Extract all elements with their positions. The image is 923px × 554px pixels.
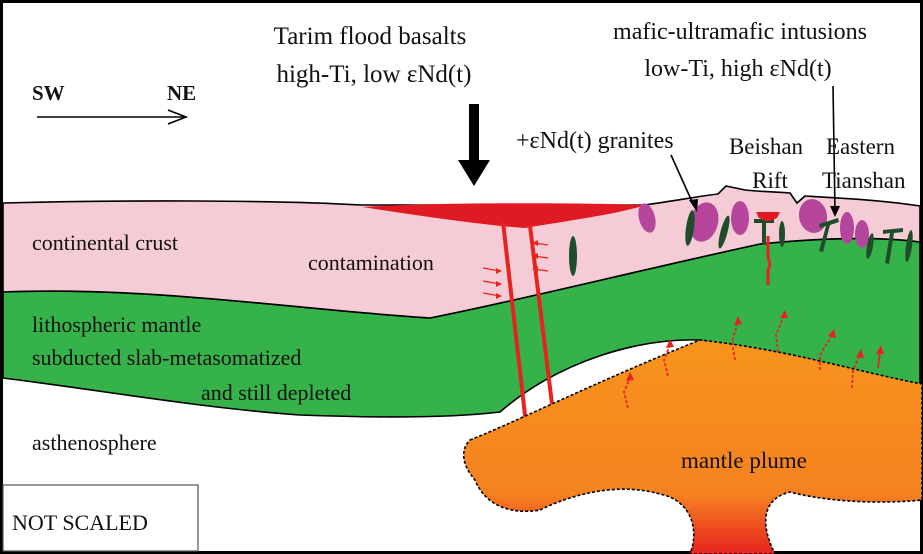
label-tarim-line2: high-Ti, low εNd(t) <box>276 61 471 88</box>
label-beishan-line1: Beishan <box>729 134 804 159</box>
basalt-down-arrow <box>458 104 490 186</box>
label-intrusions-line1: mafic-ultramafic intusions <box>613 19 867 45</box>
label-continental-crust: continental crust <box>32 230 178 255</box>
label-not-scaled: NOT SCALED <box>12 510 148 535</box>
label-lith-line1: lithospheric mantle <box>32 312 201 337</box>
label-beishan-line2: Rift <box>752 168 788 193</box>
label-ne: NE <box>167 81 196 105</box>
label-asthenosphere: asthenosphere <box>32 430 157 455</box>
label-intrusions-line2: low-Ti, high εNd(t) <box>644 56 831 82</box>
label-granites: +εNd(t) granites <box>516 128 674 154</box>
label-lith-line2: subducted slab-metasomatized <box>32 345 301 370</box>
label-sw: SW <box>32 81 65 105</box>
label-lith-line3: and still depleted <box>201 380 351 405</box>
label-eastern-line1: Eastern <box>826 134 895 159</box>
label-contamination: contamination <box>308 250 434 275</box>
label-tarim-line1: Tarim flood basalts <box>274 23 467 50</box>
direction-arrow <box>37 110 186 124</box>
label-eastern-line2: Tianshan <box>822 168 906 193</box>
label-mantle-plume: mantle plume <box>681 448 807 473</box>
